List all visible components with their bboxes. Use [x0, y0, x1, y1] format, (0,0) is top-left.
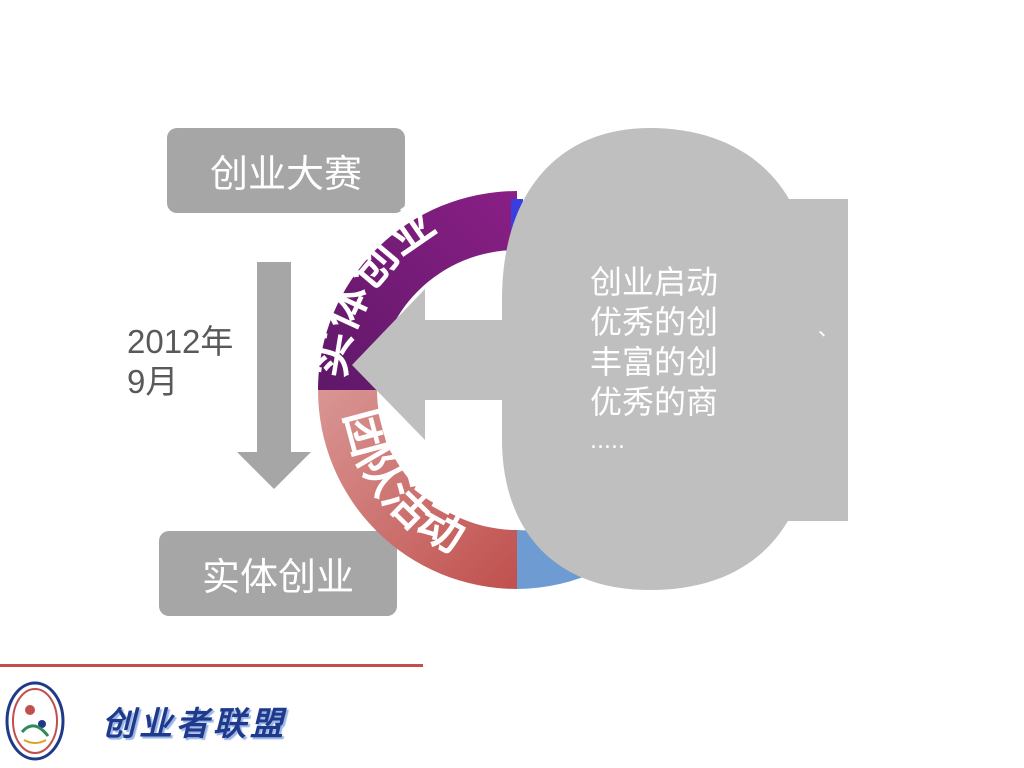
down-arrow: [237, 262, 311, 489]
date-label: 2012年 9月: [127, 323, 234, 400]
bubble-text: 创业启动 优秀的创 丰富的创 优秀的商 .....: [590, 262, 726, 472]
flow-box-contest: 创业大赛: [167, 128, 405, 213]
bubble-line-3: 丰富的创: [590, 343, 719, 381]
rounded-bubble: [502, 128, 812, 590]
logo-icon: [5, 681, 65, 761]
flow-box-entity-label: 实体创业: [201, 555, 354, 599]
flow-box-entity: 实体创业: [159, 531, 397, 616]
bubble-line-4: 优秀的商: [590, 383, 719, 421]
hidden-text-fragment: 、: [818, 316, 838, 340]
ring-segment-red: [318, 390, 517, 589]
bubble-line-2: 优秀的创: [590, 303, 719, 341]
bubble-line-5: .....: [590, 429, 625, 454]
ring-segment-purple: [318, 191, 517, 390]
brand-name: 创业者联盟: [102, 704, 287, 743]
flow-box-contest-label: 创业大赛: [209, 152, 362, 196]
footer-divider: [0, 664, 423, 667]
bubble-line-1: 创业启动: [590, 263, 719, 301]
